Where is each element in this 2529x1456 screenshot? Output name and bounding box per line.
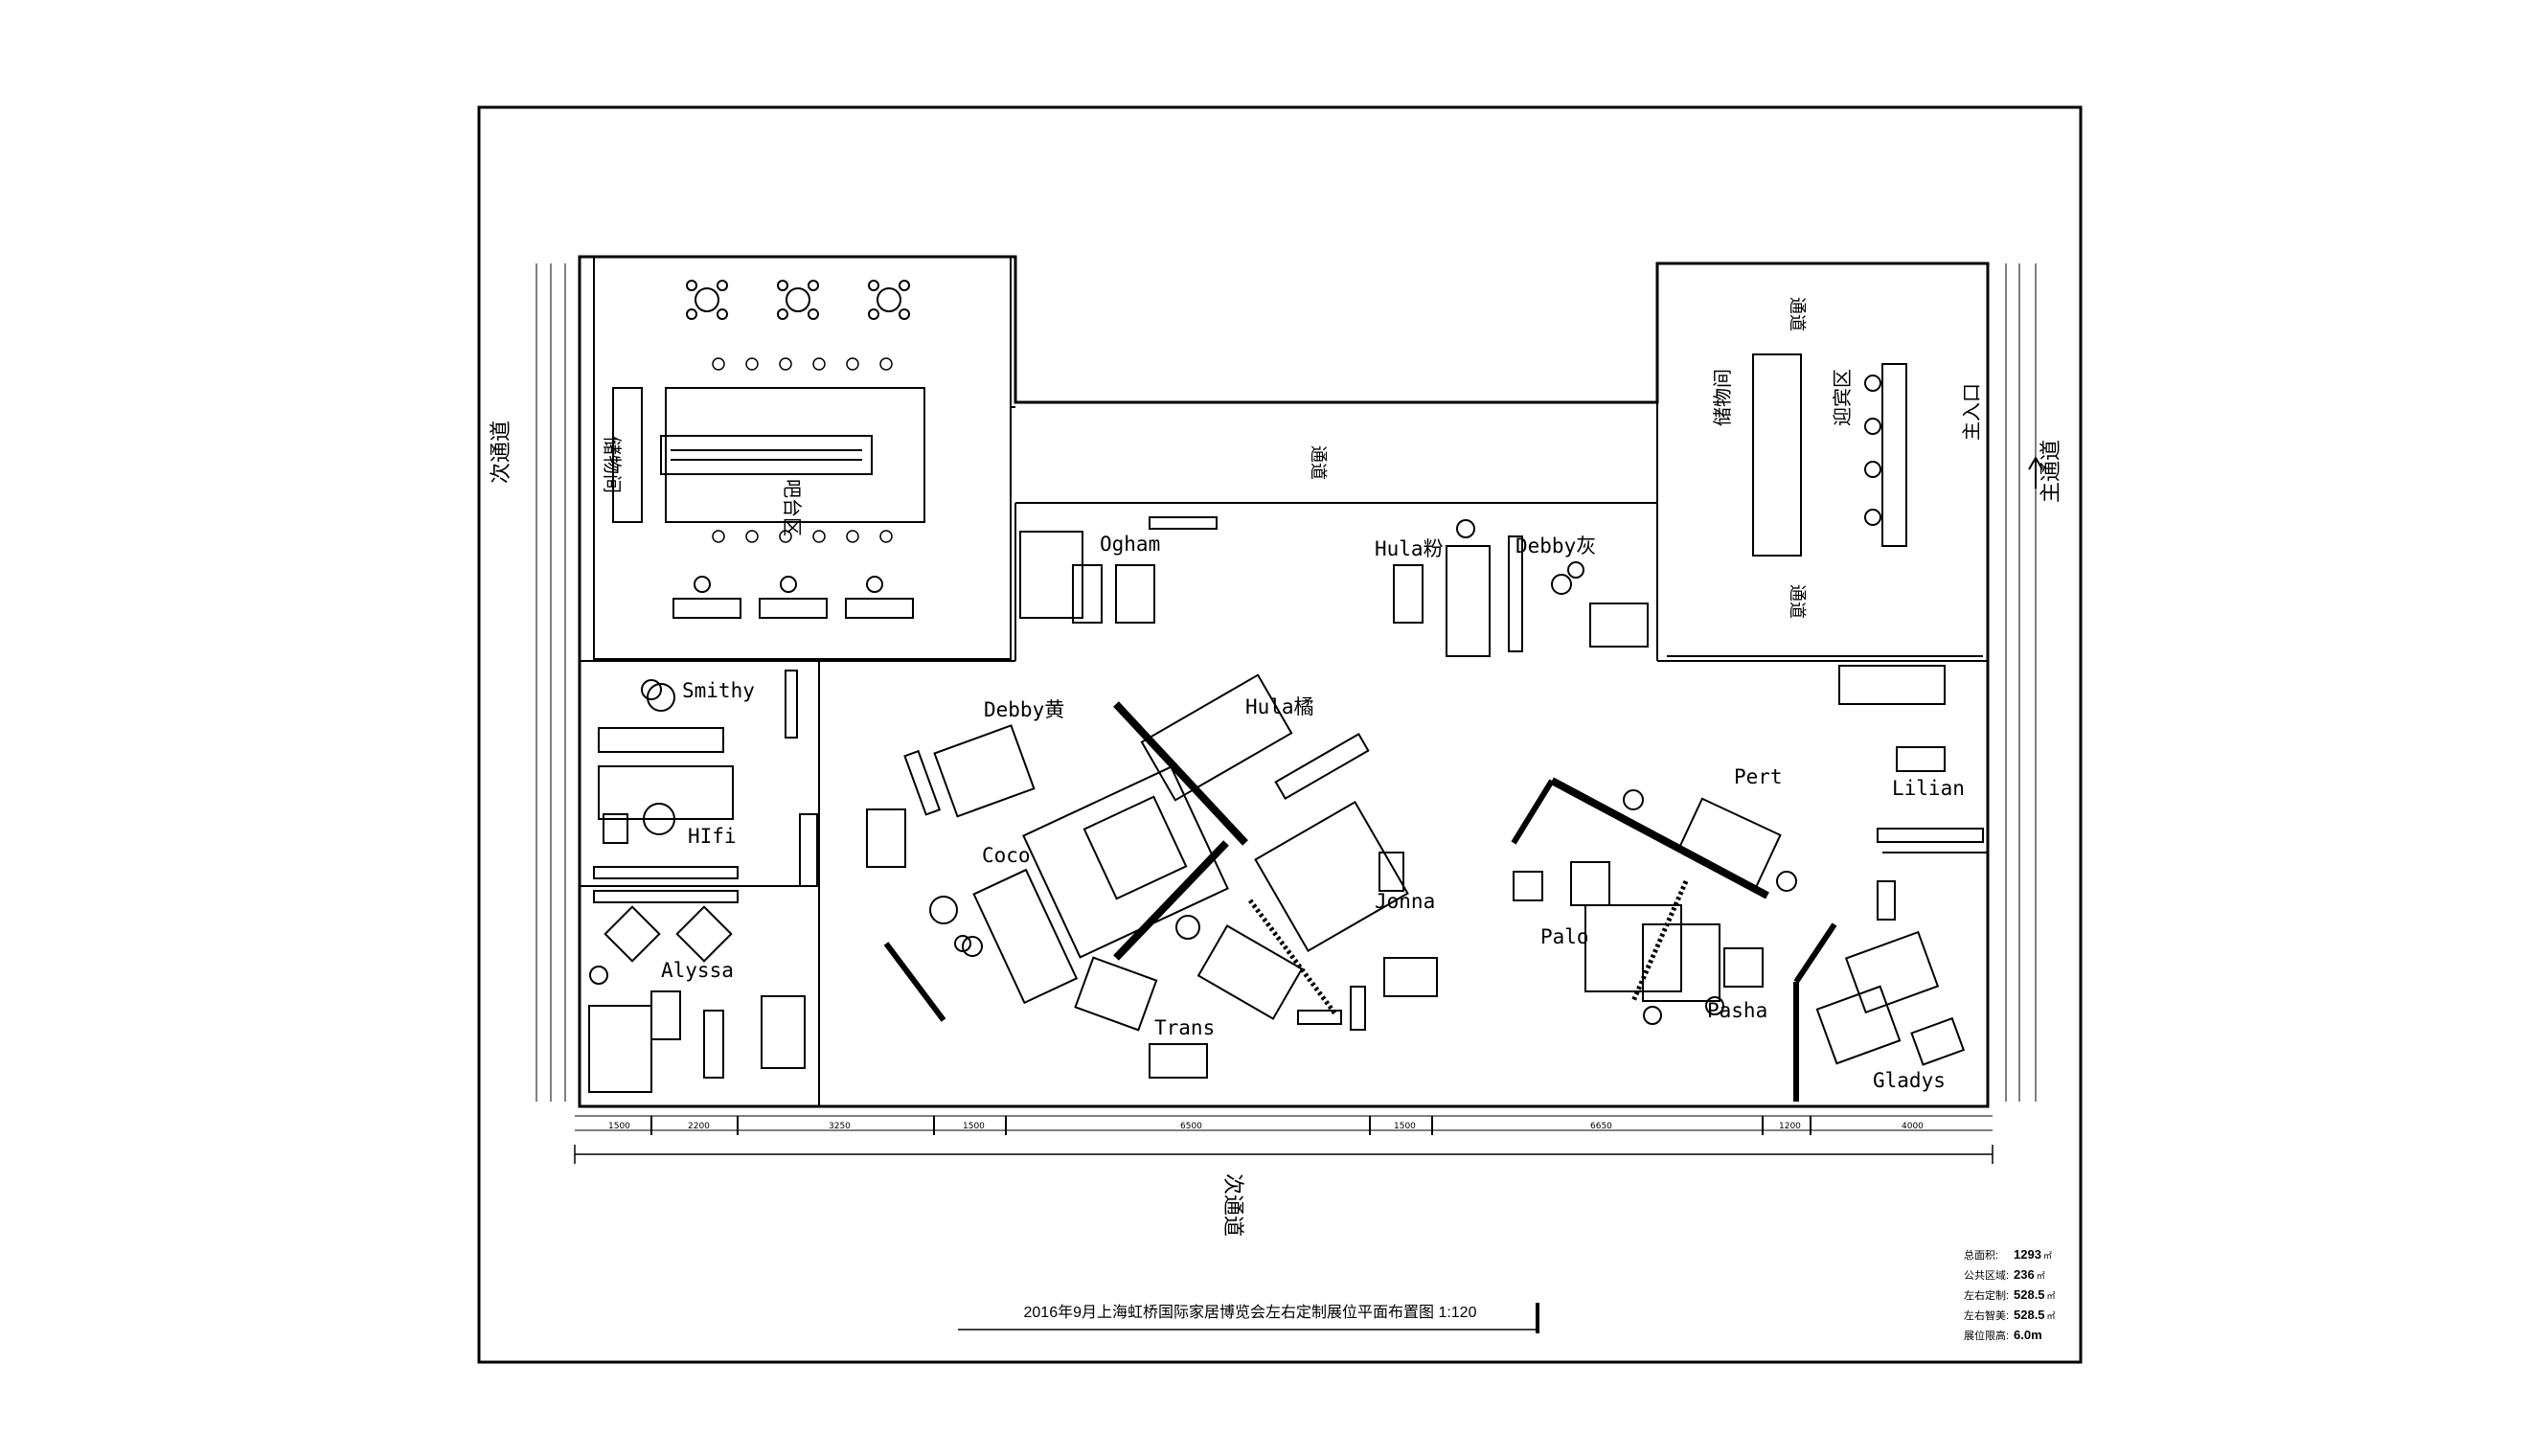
- label-palo: Palo: [1540, 925, 1589, 948]
- stat-value: 6.0m: [2014, 1328, 2042, 1342]
- label-jonna: Jonna: [1375, 890, 1435, 913]
- stat-unit: ㎡: [2046, 1291, 2056, 1301]
- label-hula-orange: Hula橘: [1245, 695, 1314, 718]
- label-debby-grey: Debby灰: [1515, 535, 1596, 557]
- area-side-aisle-bottom: 次通道: [1220, 1173, 1244, 1237]
- table-set: [686, 280, 910, 320]
- stat-unit: ㎡: [2042, 1251, 2052, 1261]
- dimension-label: 1500: [608, 1122, 630, 1131]
- label-smithy: Smithy: [682, 679, 755, 702]
- area-main-entrance: 主入口: [1960, 383, 1983, 441]
- area-corridor-top: 通道: [1308, 445, 1328, 480]
- stat-key: 左右智美:: [1964, 1310, 2010, 1322]
- label-debby-yellow: Debby黄: [984, 698, 1064, 721]
- label-trans: Trans: [1154, 1016, 1215, 1039]
- area-main-aisle: 主通道: [2039, 440, 2063, 503]
- dimension-label: 1500: [1394, 1122, 1416, 1131]
- stat-key: 总面积:: [1964, 1250, 1999, 1262]
- booth-outline: [578, 255, 1990, 1108]
- dimension-label: 1200: [1779, 1122, 1801, 1131]
- stat-value: 1293: [2014, 1247, 2041, 1262]
- label-pert: Pert: [1734, 765, 1783, 788]
- dimension-label: 3250: [829, 1122, 851, 1131]
- dimension-label: 6650: [1590, 1122, 1612, 1131]
- drawing-title: 2016年9月上海虹桥国际家居博览会左右定制展位平面布置图 1:120: [1023, 1305, 1477, 1321]
- area-storage-right: 储物间: [1711, 369, 1734, 426]
- label-pasha: Pasha: [1707, 999, 1767, 1022]
- stat-value: 528.5: [2014, 1287, 2045, 1302]
- label-hifi: HIfi: [688, 825, 737, 848]
- label-gladys: Gladys: [1873, 1069, 1946, 1092]
- stat-row: 展位限高: 6.0m: [1964, 1328, 2079, 1348]
- stat-value: 236: [2014, 1267, 2035, 1282]
- dimension-label: 6500: [1180, 1122, 1202, 1131]
- label-coco: Coco: [982, 844, 1031, 867]
- stat-key: 左右定制:: [1964, 1290, 2010, 1302]
- dimension-label: 2200: [688, 1122, 710, 1131]
- area-side-aisle-left: 次通道: [490, 421, 513, 484]
- label-hula-pink: Hula粉: [1375, 537, 1444, 560]
- area-reception: 迎宾区: [1831, 369, 1854, 426]
- stat-key: 公共区域:: [1964, 1270, 2010, 1282]
- dimension-label: 1500: [963, 1122, 985, 1131]
- area-bar: 吧台区: [781, 479, 804, 536]
- area-corridor-right-bottom: 通道: [1787, 584, 1807, 619]
- drawing-frame: [477, 105, 2083, 1364]
- label-lilian: Lilian: [1892, 777, 1965, 800]
- bar-zone: [594, 256, 1015, 408]
- area-storage-left: 储物间: [601, 436, 624, 493]
- stat-key: 展位限高:: [1964, 1331, 2010, 1342]
- label-ogham: Ogham: [1100, 533, 1160, 556]
- label-alyssa: Alyssa: [661, 959, 734, 982]
- stat-unit: ㎡: [2046, 1311, 2056, 1321]
- dimension-label: 4000: [1902, 1122, 1924, 1131]
- area-corridor-right-top: 通道: [1787, 297, 1807, 331]
- stat-unit: ㎡: [2036, 1271, 2045, 1281]
- stat-value: 528.5: [2014, 1308, 2045, 1322]
